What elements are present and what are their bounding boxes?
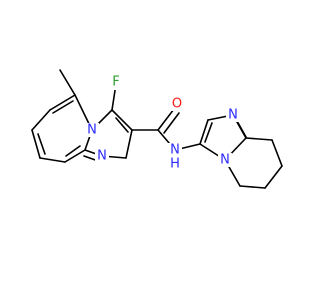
bond-sat-b xyxy=(271,139,283,167)
bond-5b xyxy=(111,109,133,131)
atom-o: O xyxy=(170,96,185,112)
svg-text:N: N xyxy=(97,149,107,164)
bond-sat-d xyxy=(239,185,266,189)
atom-n-bridgehead-left: N xyxy=(85,123,99,138)
bond-ring-e xyxy=(64,149,86,163)
bond-c-o xyxy=(157,108,175,131)
atom-n-imidazole-left: N xyxy=(95,149,109,164)
svg-text:N: N xyxy=(87,123,97,138)
atom-labels: N F O N N H N N xyxy=(85,75,240,172)
bond-ring-d xyxy=(39,157,66,163)
bond-c-o-dbl xyxy=(163,112,180,134)
atom-n-imidazole-right: N xyxy=(226,108,240,123)
svg-text:H: H xyxy=(170,157,180,172)
bond-im-a xyxy=(199,119,209,145)
bond-ring-c-dbl xyxy=(37,133,46,155)
bond-ring-c xyxy=(31,129,41,159)
bond-ring-b xyxy=(31,109,51,131)
bond-im-a-dbl xyxy=(204,122,213,143)
bond-sat-c xyxy=(264,165,283,189)
bond-5c xyxy=(125,129,133,159)
bonds xyxy=(31,69,283,189)
bond-5b-dbl xyxy=(115,117,129,133)
svg-text:O: O xyxy=(172,97,182,112)
bond-ring-e-dbl xyxy=(65,145,81,157)
svg-text:N: N xyxy=(220,153,230,168)
bond-ring-a xyxy=(49,94,76,111)
bond-im-c-dbl xyxy=(236,120,247,138)
bond-methyl xyxy=(59,69,76,96)
atom-f: F xyxy=(109,75,123,90)
atom-n-bridgehead-right: N xyxy=(218,153,232,168)
svg-text:N: N xyxy=(170,143,180,158)
molecule-drawing: N F O N N H N N xyxy=(31,69,283,189)
bond-sat-a xyxy=(245,137,273,141)
atom-nh: N H xyxy=(168,143,182,172)
svg-text:N: N xyxy=(228,108,238,123)
svg-text:F: F xyxy=(112,75,119,90)
bond-ring-a-dbl xyxy=(52,100,74,114)
